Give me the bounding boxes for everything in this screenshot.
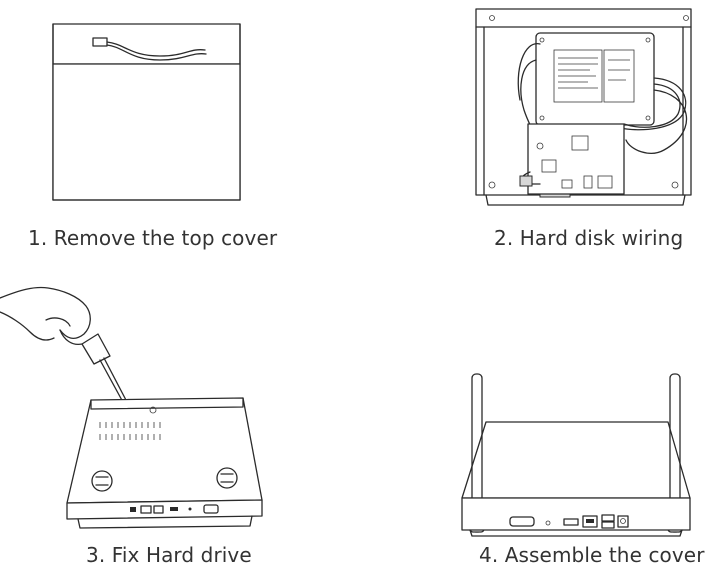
hdmi-port-icon	[563, 518, 579, 526]
vga-port-icon	[509, 516, 535, 527]
step-2-caption: 2. Hard disk wiring	[494, 226, 684, 250]
vent-slots	[99, 422, 161, 440]
power-port-icon	[617, 515, 629, 528]
usb-port-icon	[601, 514, 615, 522]
step-3-caption: 3. Fix Hard drive	[86, 543, 252, 567]
screwdriver-icon	[81, 333, 111, 365]
hand-icon	[0, 286, 91, 340]
step-1-caption: 1. Remove the top cover	[28, 226, 278, 250]
step-4-caption: 4. Assemble the cover	[479, 543, 705, 567]
